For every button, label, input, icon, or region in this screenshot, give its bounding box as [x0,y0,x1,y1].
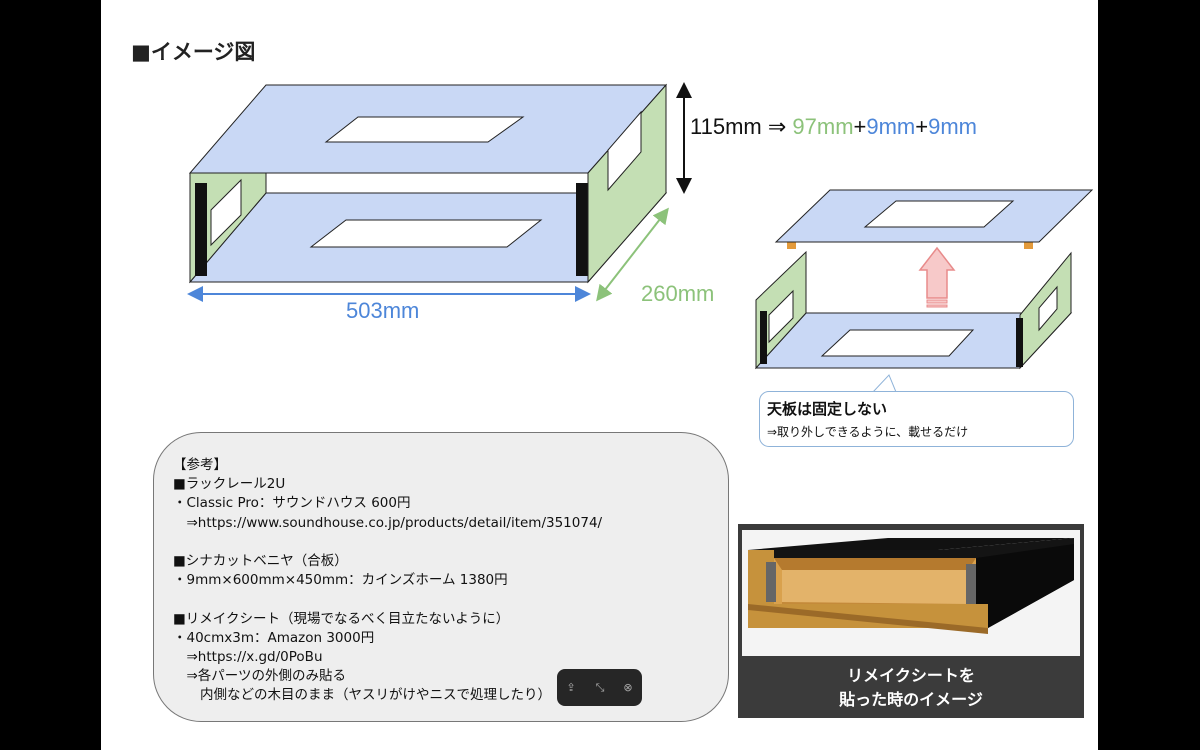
top-leg-right [1024,241,1033,249]
photo-caption-line2: 貼った時のイメージ [839,690,983,709]
lower-left-rail [760,311,767,364]
depth-arrow [596,207,669,302]
slide: ■イメージ図 [101,0,1098,750]
left-rack-rail [195,183,207,276]
depth-dimension-label: 260mm [641,281,715,306]
callout-main-text: 天板は固定しない [767,400,888,418]
top-panel-hole [324,116,525,143]
slide-title: ■イメージ図 [131,40,256,64]
top-leg-left [787,241,796,249]
left-side-hole [210,178,242,247]
lift-arrow [918,246,956,299]
lower-right-hole [1038,285,1058,332]
callout-box [759,391,1074,447]
share-icon[interactable]: ⇪ [566,681,576,694]
media-control-bar[interactable]: ⇪ ⤡ ⊗ [557,669,642,706]
main-box-diagram [187,82,692,302]
right-side-hole [607,110,642,192]
lift-arrow-bar1 [926,299,948,304]
height-part-side: 97mm [792,114,854,139]
exploded-diagram [754,189,1094,370]
lower-bottom-hole [820,329,975,357]
close-icon[interactable]: ⊗ [623,681,633,694]
width-dimension-label: 503mm [346,298,420,323]
rack-photo [738,524,1084,718]
reference-text: 【参考】 ■ラックレール2U ・Classic Pro：サウンドハウス 600円… [173,457,603,704]
height-part-bottom: 9mm [928,114,978,139]
lower-right-rail [1016,318,1023,367]
height-plus-2: + [915,114,929,139]
callout-tail [871,374,897,393]
height-part-top: 9mm [866,114,916,139]
right-rack-rail [576,183,588,276]
collapse-icon[interactable]: ⤡ [595,681,605,694]
height-total: 115mm ⇒ [690,114,793,139]
lift-arrow-bar2 [926,304,948,308]
detached-top-hole [863,200,1015,228]
photo-caption: リメイクシートを 貼った時のイメージ [738,664,1084,712]
lower-left-hole [768,289,794,344]
height-plus-1: + [853,114,867,139]
callout-sub-text: ⇒取り外しできるように、載せるだけ [767,425,969,439]
photo-caption-line1: リメイクシートを [847,666,975,685]
diagram-canvas [187,82,1094,393]
height-dimension-label: 115mm ⇒ 97mm+9mm+9mm [690,114,977,140]
photo-panel [738,524,1084,718]
bottom-panel-hole [309,219,543,248]
